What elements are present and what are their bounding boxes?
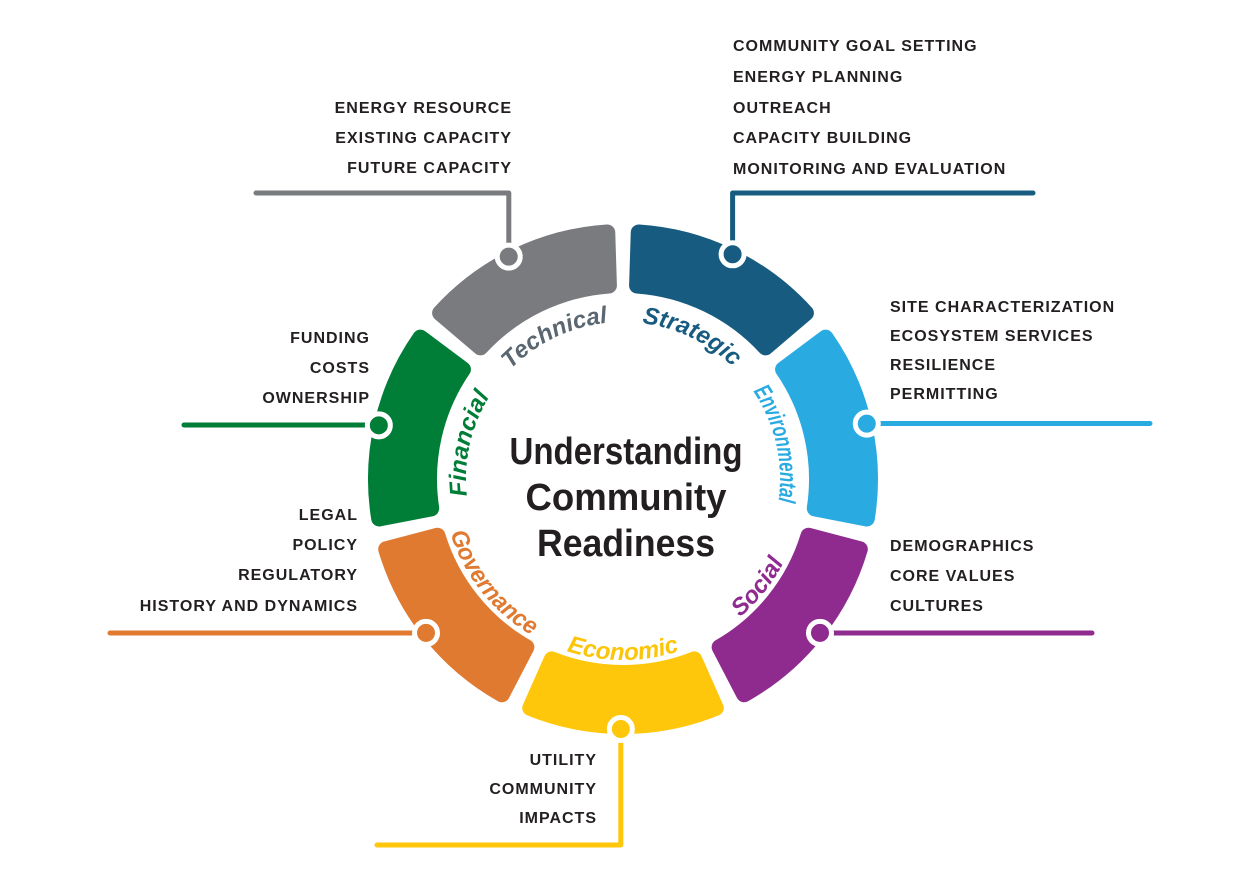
diagram-title-line: Readiness <box>537 523 715 565</box>
social-list-item: CULTURES <box>890 598 984 615</box>
segment-arc-governance <box>378 527 535 703</box>
strategic-list-item: OUTREACH <box>733 100 832 117</box>
economic-list-item: IMPACTS <box>519 810 597 827</box>
segment-arc-social <box>711 527 868 703</box>
strategic-connector <box>730 190 1036 257</box>
segment-arc-environmental <box>775 329 878 527</box>
social-list-item: CORE VALUES <box>890 568 1015 585</box>
segment-arc-financial <box>368 329 471 527</box>
technical-list-item: ENERGY RESOURCE <box>335 100 512 117</box>
economic-list-item: COMMUNITY <box>489 781 597 798</box>
diagram-title-line: Understanding <box>510 431 743 473</box>
technical-connector <box>253 190 512 258</box>
strategic-list-item: ENERGY PLANNING <box>733 69 903 86</box>
governance-list-item: HISTORY AND DYNAMICS <box>140 598 358 615</box>
diagram-title-line: Community <box>526 477 727 519</box>
economic-connector <box>374 726 624 848</box>
strategic-list-item: CAPACITY BUILDING <box>733 130 912 147</box>
governance-list-item: REGULATORY <box>238 567 358 584</box>
environmental-list-item: ECOSYSTEM SERVICES <box>890 328 1094 345</box>
financial-list-item: OWNERSHIP <box>262 390 370 407</box>
segment-arc-technical <box>432 224 617 356</box>
social-list-item: DEMOGRAPHICS <box>890 538 1034 555</box>
financial-anchor-dot <box>364 411 393 440</box>
financial-list-item: FUNDING <box>290 330 370 347</box>
segment-label-text-economic: Economic <box>565 631 681 666</box>
environmental-list-item: RESILIENCE <box>890 357 996 374</box>
governance-anchor-dot <box>412 618 440 647</box>
economic-list-item: UTILITY <box>530 752 597 769</box>
strategic-anchor-dot <box>718 240 747 269</box>
segment-label-economic: Economic <box>565 631 681 666</box>
environmental-list-item: PERMITTING <box>890 386 999 403</box>
technical-anchor-dot <box>494 242 523 271</box>
governance-list-item: LEGAL <box>299 507 358 524</box>
governance-list-item: POLICY <box>292 537 358 554</box>
segment-arc-strategic <box>629 224 814 356</box>
technical-list-item: FUTURE CAPACITY <box>347 160 512 177</box>
segment-arc-economic <box>522 651 724 734</box>
social-anchor-dot <box>806 618 834 647</box>
strategic-list-item: COMMUNITY GOAL SETTING <box>733 38 978 55</box>
technical-list-item: EXISTING CAPACITY <box>335 130 512 147</box>
economic-anchor-dot <box>606 714 635 743</box>
environmental-anchor-dot <box>852 409 881 438</box>
environmental-list-item: SITE CHARACTERIZATION <box>890 299 1115 316</box>
financial-list-item: COSTS <box>310 360 370 377</box>
strategic-list-item: MONITORING AND EVALUATION <box>733 161 1006 178</box>
